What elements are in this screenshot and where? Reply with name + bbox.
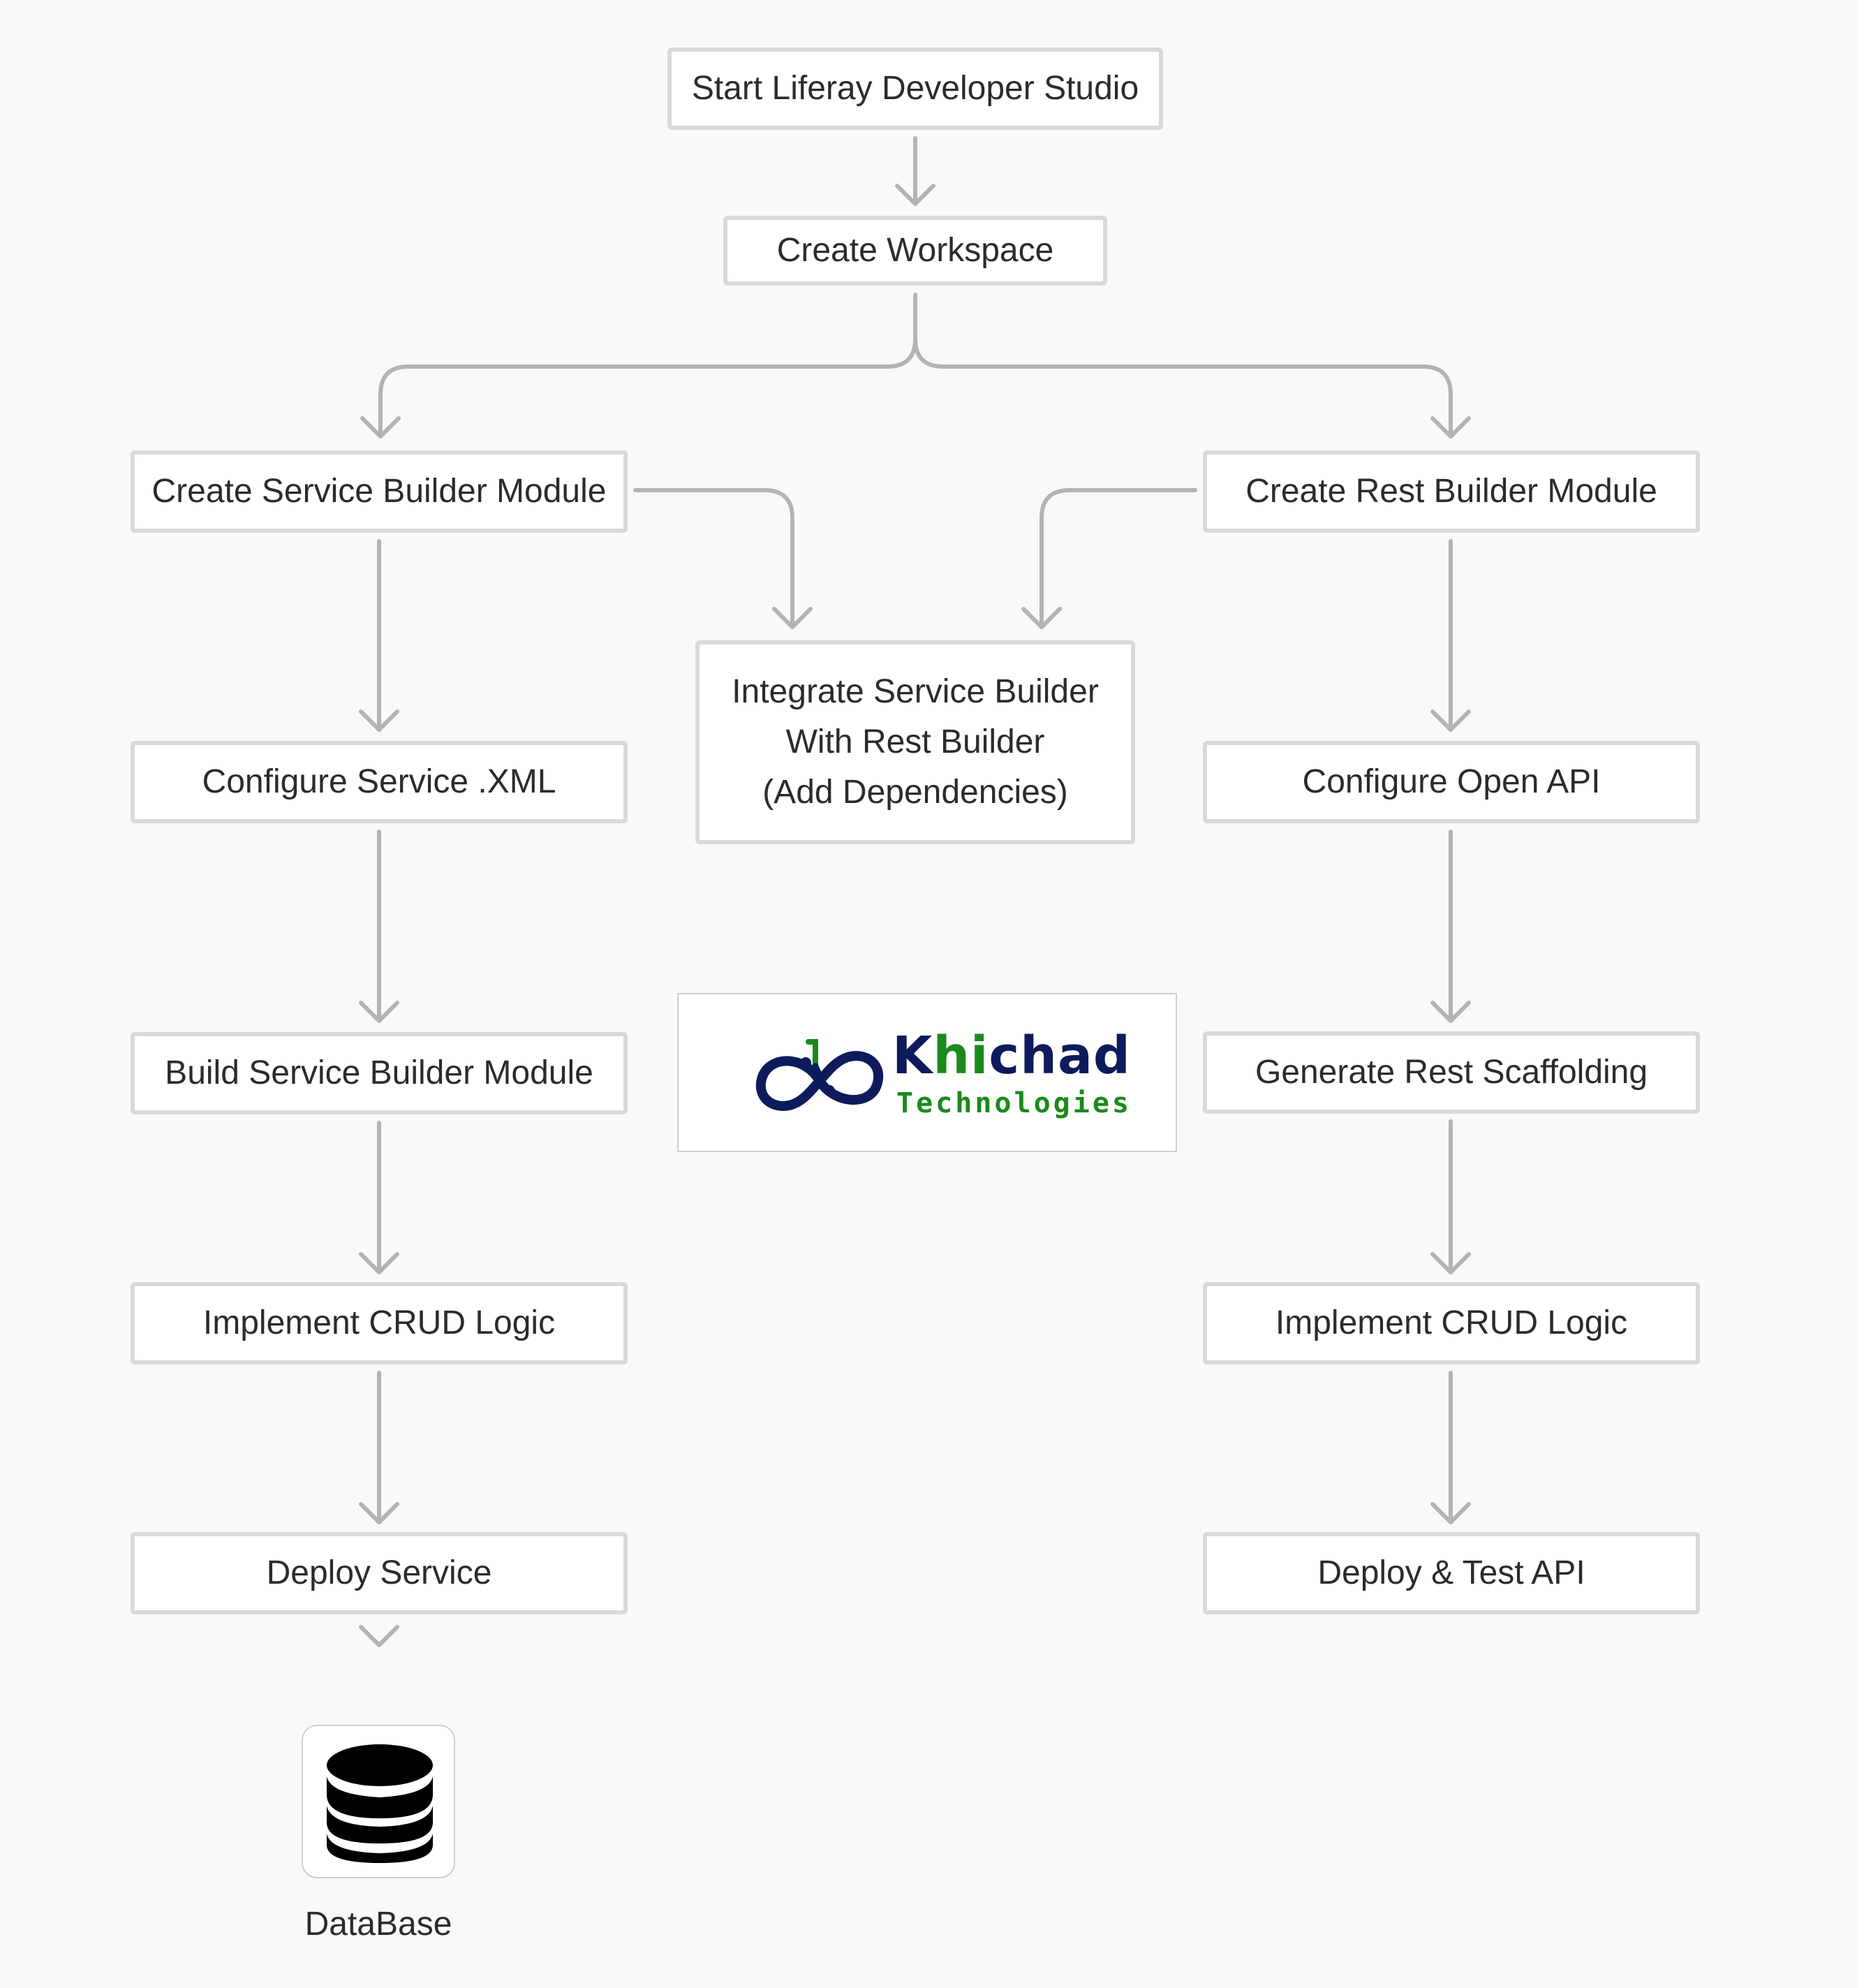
database-icon [327,1744,433,1863]
node-create-workspace: Create Workspace [723,216,1107,286]
arrowhead-workspace [895,184,935,206]
logo-name-prefix: K [892,1026,933,1086]
node-create-rest-builder-module-label: Create Rest Builder Module [1245,473,1657,510]
node-generate-rest-scaffolding-label: Generate Rest Scaffolding [1255,1054,1648,1091]
node-create-rest-builder-module: Create Rest Builder Module [1203,450,1700,533]
node-deploy-test-api: Deploy & Test API [1203,1532,1700,1614]
node-configure-service-xml-label: Configure Service .XML [202,763,556,800]
logo-tagline: Technologies [896,1087,1132,1119]
logo-name-highlight: hi [933,1026,989,1086]
node-deploy-service: Deploy Service [131,1532,628,1614]
arrowhead-rest-module [1430,416,1471,439]
node-integrate: Integrate Service Builder With Rest Buil… [695,640,1135,844]
node-generate-rest-scaffolding: Generate Rest Scaffolding [1203,1031,1700,1114]
database-node [302,1725,455,1878]
node-create-service-builder-module-label: Create Service Builder Module [151,473,607,510]
node-configure-service-xml: Configure Service .XML [131,741,628,823]
node-implement-crud-logic-left-label: Implement CRUD Logic [202,1304,556,1341]
node-create-service-builder-module: Create Service Builder Module [131,450,628,533]
database-label: DataBase [304,1906,452,1943]
connector-workspace-split [378,293,917,439]
infinity-logo-icon [756,1039,883,1111]
node-deploy-test-api-label: Deploy & Test API [1317,1554,1585,1591]
arrowhead-integrate-right [1021,607,1062,629]
node-implement-crud-logic-left: Implement CRUD Logic [131,1282,628,1364]
node-build-service-builder-module-label: Build Service Builder Module [165,1054,593,1091]
arrowhead-service-module [360,416,401,439]
node-configure-open-api: Configure Open API [1203,741,1700,823]
connector-rest-to-integrate [1040,488,1197,629]
arrowhead-integrate-left [772,607,813,629]
node-deploy-service-label: Deploy Service [266,1554,492,1591]
connector-service-to-integrate [633,488,794,629]
node-create-workspace-label: Create Workspace [776,232,1054,269]
node-integrate-line-3: (Add Dependencies) [762,774,1068,811]
node-build-service-builder-module: Build Service Builder Module [131,1032,628,1114]
node-start-label: Start Liferay Developer Studio [691,70,1139,107]
connector-left-5 [359,1625,399,1647]
node-implement-crud-logic-right: Implement CRUD Logic [1203,1282,1700,1364]
company-logo: Khichad Technologies [677,993,1177,1152]
logo-name-suffix: chad [989,1026,1131,1086]
logo-wordmark: Khichad [892,1028,1131,1084]
node-start: Start Liferay Developer Studio [667,47,1163,130]
node-implement-crud-logic-right-label: Implement CRUD Logic [1275,1304,1628,1341]
node-integrate-line-1: Integrate Service Builder [732,673,1099,710]
node-configure-open-api-label: Configure Open API [1302,763,1601,800]
node-integrate-line-2: With Rest Builder [785,723,1045,760]
